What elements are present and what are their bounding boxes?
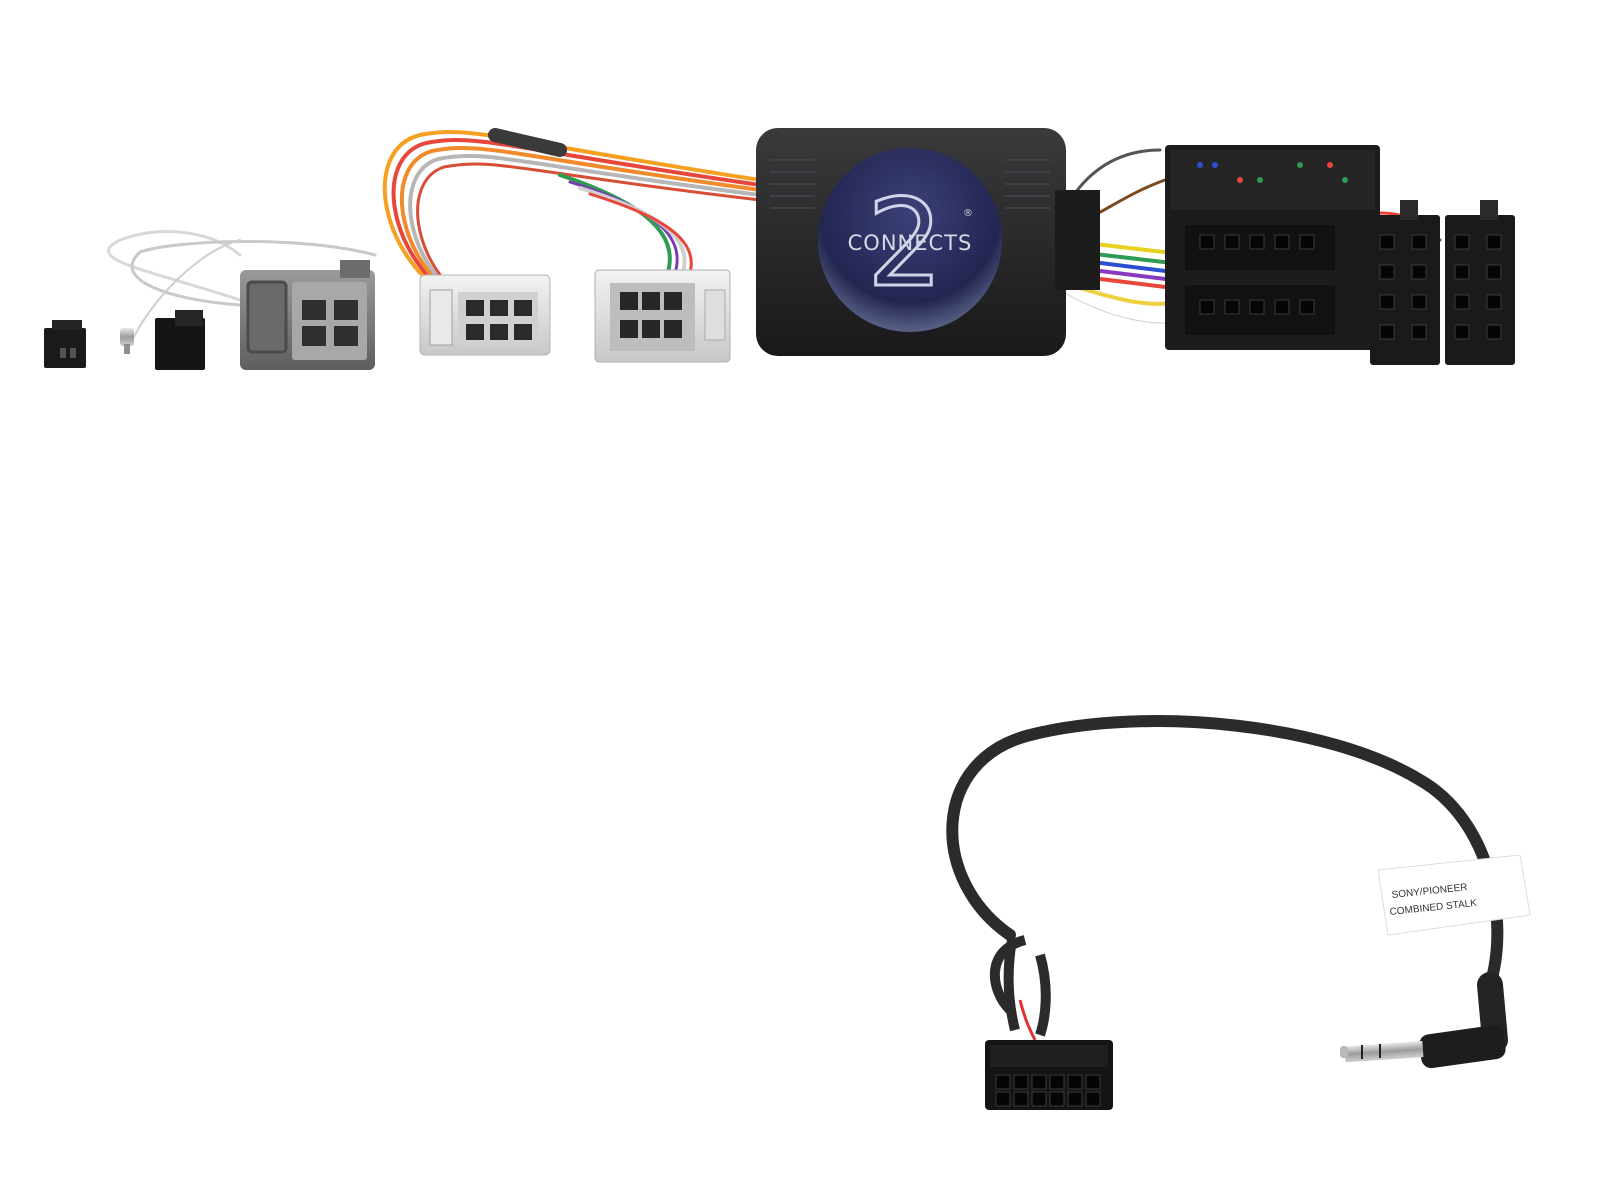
patch-lead-icon: SONY/PIONEER COMBINED STALK bbox=[946, 715, 1531, 1110]
white-connector-8pin bbox=[594, 269, 731, 363]
interface-module-icon: CONNECTS 2 ® bbox=[756, 128, 1100, 356]
white-connector-6pin bbox=[419, 274, 551, 356]
registered-mark: ® bbox=[963, 208, 973, 219]
cable-label-tag: SONY/PIONEER COMBINED STALK bbox=[1377, 854, 1531, 936]
iso-socket-right bbox=[1445, 200, 1515, 365]
black-block-connector bbox=[155, 310, 205, 370]
iso-socket-left bbox=[1370, 200, 1440, 365]
brand-mark: 2 bbox=[867, 175, 943, 314]
logo-disc bbox=[818, 148, 1002, 332]
grey-connector bbox=[240, 260, 375, 370]
molex-connector bbox=[985, 1040, 1113, 1110]
audio-jack-icon bbox=[1340, 972, 1508, 1069]
antenna-pin-connector bbox=[120, 328, 134, 354]
brand-name: CONNECTS bbox=[848, 231, 973, 255]
mini-black-connector bbox=[44, 320, 86, 368]
iso-plug-large bbox=[1165, 145, 1380, 350]
